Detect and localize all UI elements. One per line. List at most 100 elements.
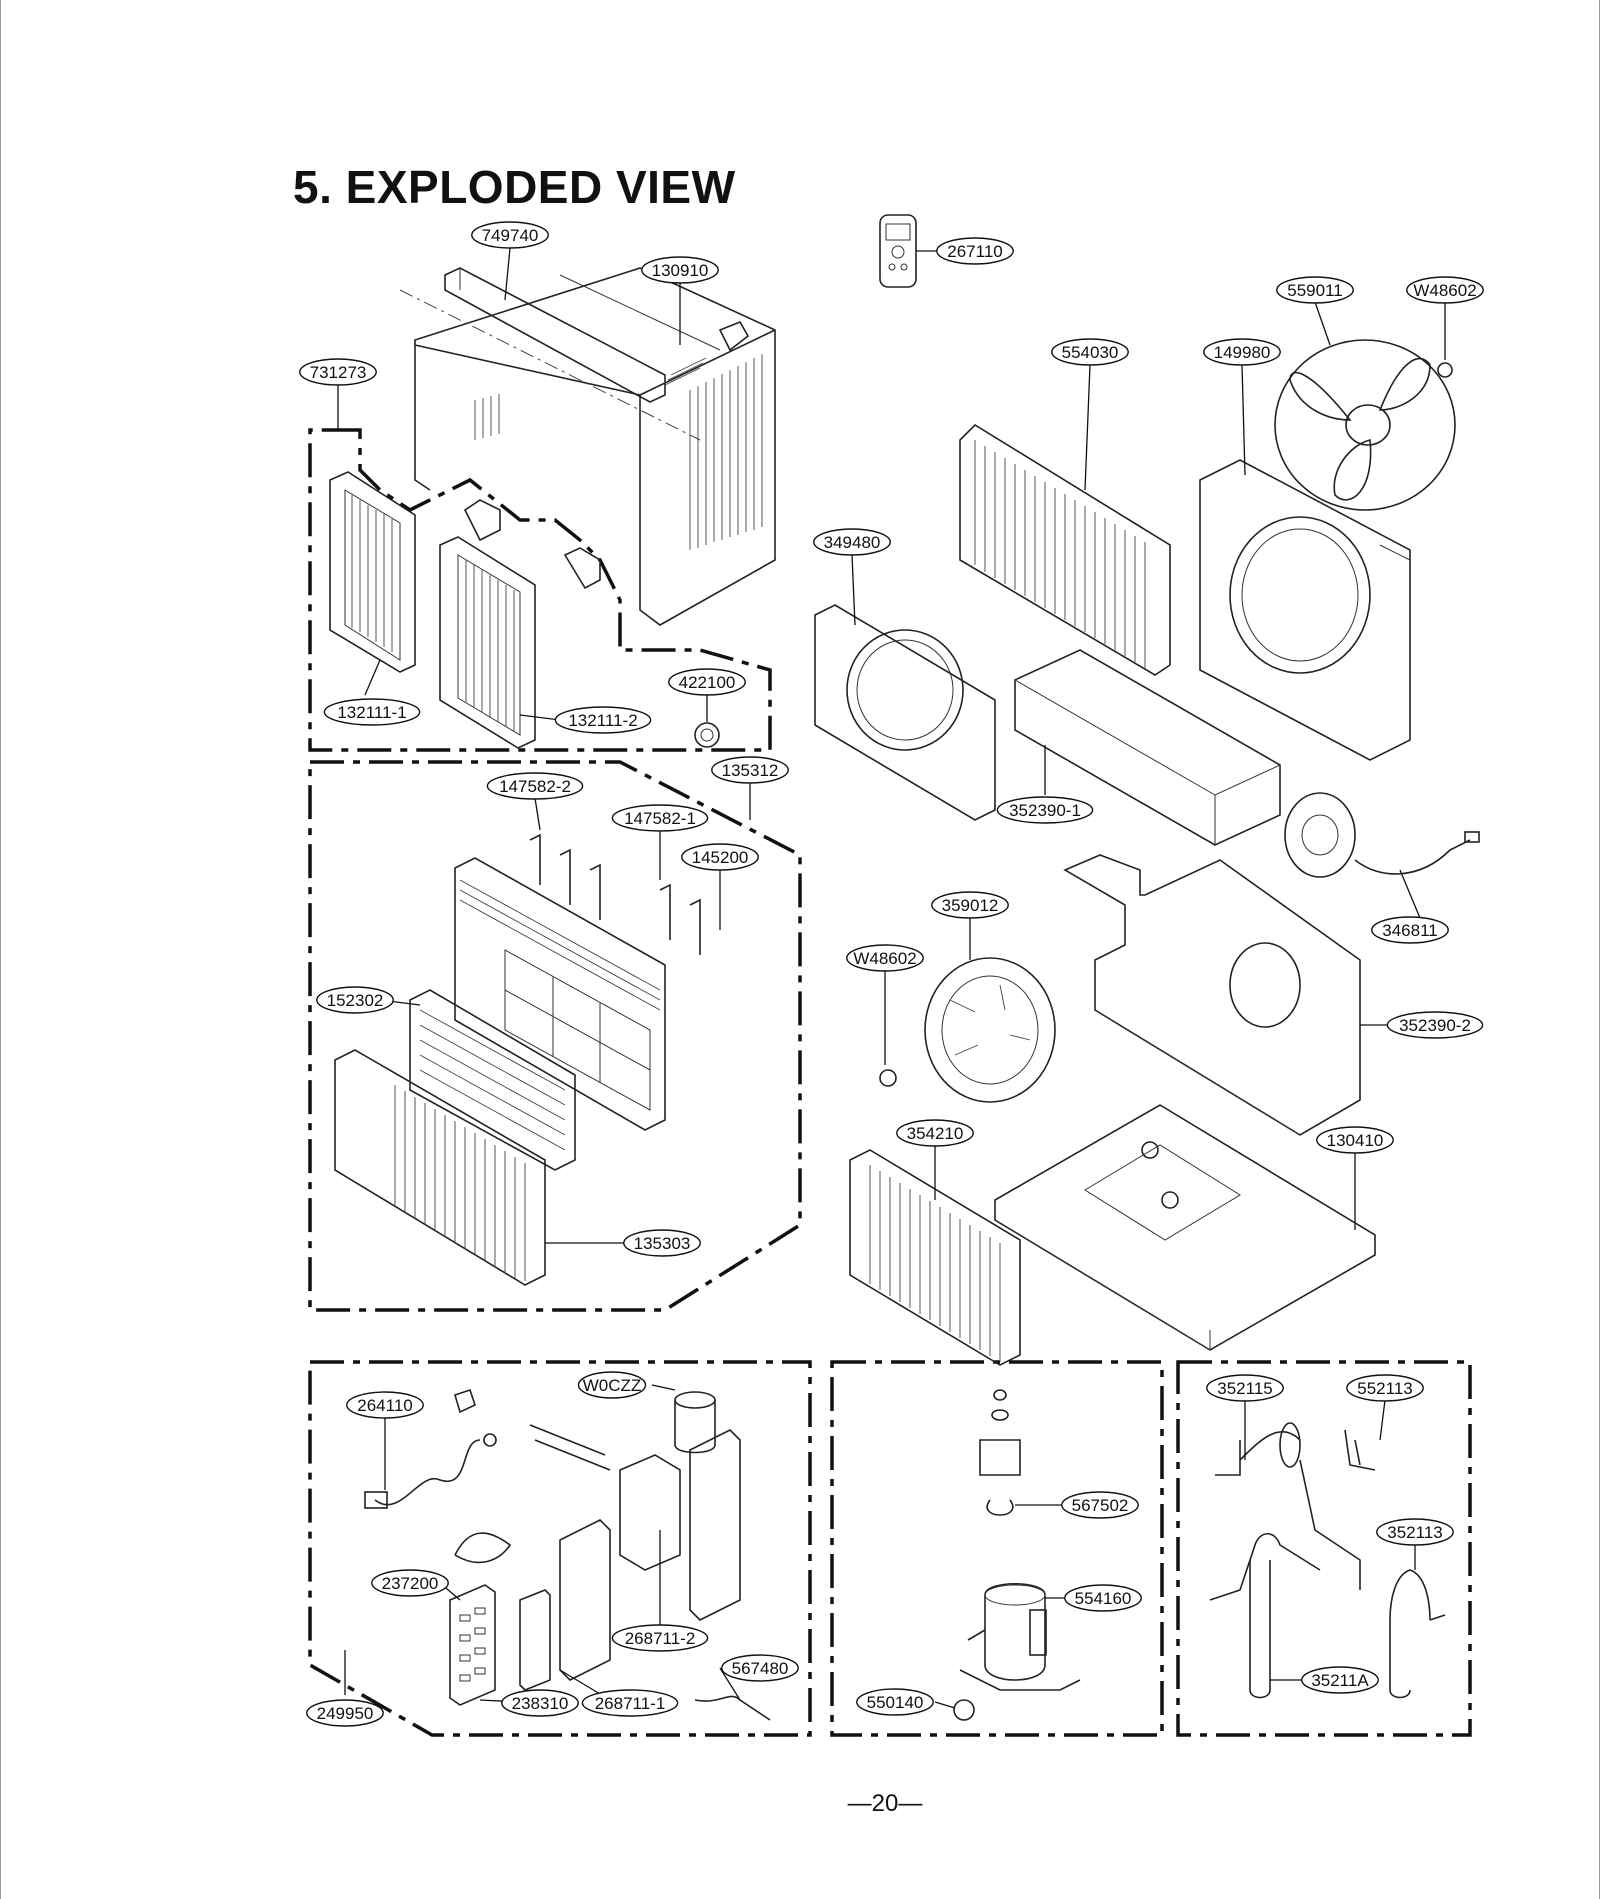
part-number-text: 35211A: [1311, 1671, 1369, 1690]
group-outline-front-panel: [308, 760, 802, 1312]
part-label-352113: 352113: [1376, 1518, 1454, 1546]
part-label-oval: [1406, 276, 1484, 304]
part-label-oval: [611, 1624, 709, 1652]
part-number-text: 267110: [947, 242, 1002, 261]
condenser-coil-drawing: [959, 423, 1171, 676]
part-number-text: 130410: [1327, 1131, 1384, 1150]
part-number-text: 145200: [692, 848, 749, 867]
part-label-749740: 749740: [471, 221, 549, 249]
part-label-oval: [1346, 1374, 1424, 1402]
part-label-oval: [1301, 1666, 1379, 1694]
part-label-oval: [316, 986, 394, 1014]
part-number-text: 749740: [482, 226, 539, 245]
part-label-147582-1: 147582-1: [611, 804, 709, 832]
part-label-oval: [623, 1229, 701, 1257]
part-number-text: 237200: [382, 1574, 439, 1593]
part-label-oval: [1064, 1584, 1142, 1612]
page-number: —20—: [847, 1790, 923, 1817]
part-number-text: 147582-1: [624, 809, 696, 828]
part-label-oval: [501, 1689, 579, 1717]
part-label-oval: [1276, 276, 1354, 304]
part-label-237200: 237200: [371, 1569, 449, 1597]
part-label-oval: [1386, 1011, 1484, 1039]
part-label-oval: [996, 796, 1094, 824]
part-label-oval: [346, 1391, 424, 1419]
part-number-text: 249950: [317, 1704, 374, 1723]
part-label-oval: [1061, 1491, 1139, 1519]
part-number-text: 554160: [1075, 1589, 1132, 1608]
orifice-panel-drawing: [814, 604, 996, 821]
part-label-oval: [306, 1699, 384, 1727]
cabinet-louvers: [474, 354, 763, 550]
part-number-text: 352390-2: [1399, 1016, 1471, 1035]
part-number-text: 731273: [310, 363, 367, 382]
part-label-oval: [1203, 338, 1281, 366]
group-outline-side-panels: [308, 428, 772, 752]
part-label-oval: [299, 358, 377, 386]
part-label-267110: 267110: [936, 237, 1014, 265]
part-label-249950: 249950: [306, 1699, 384, 1727]
part-number-text: 135303: [634, 1234, 691, 1253]
part-number-text: 359012: [942, 896, 999, 915]
part-label-731273: 731273: [299, 358, 377, 386]
part-label-132111-1: 132111-1: [323, 698, 421, 726]
part-label-oval: [581, 1689, 679, 1717]
group-outline-piping: [1176, 1360, 1472, 1737]
part-number-text: 354210: [907, 1124, 964, 1143]
scroll-housing-drawing: [1063, 854, 1361, 1136]
part-number-text: 567480: [732, 1659, 789, 1678]
part-label-oval: [323, 698, 421, 726]
part-number-text: 352113: [1387, 1523, 1442, 1542]
part-label-145200: 145200: [681, 843, 759, 871]
part-label-oval: [896, 1119, 974, 1147]
part-label-oval: [641, 256, 719, 284]
part-label-oval: [1206, 1374, 1284, 1402]
remote-control-drawing: [879, 214, 917, 288]
part-label-346811: 346811: [1371, 916, 1449, 944]
part-label-554030: 554030: [1051, 338, 1129, 366]
part-label-554160: 554160: [1064, 1584, 1142, 1612]
part-label-130410: 130410: [1316, 1126, 1394, 1154]
part-number-text: 346811: [1382, 921, 1437, 940]
part-label-oval: [554, 706, 652, 734]
part-label-352115: 352115: [1206, 1374, 1284, 1402]
part-label-422100: 422100: [668, 668, 746, 696]
part-label-oval: [681, 843, 759, 871]
part-number-text: 132111-2: [568, 711, 637, 730]
part-label-135312: 135312: [711, 756, 789, 784]
part-label-oval: [711, 756, 789, 784]
part-label-567502: 567502: [1061, 1491, 1139, 1519]
part-label-354210: 354210: [896, 1119, 974, 1147]
page-border-left: [0, 0, 1, 1899]
part-label-oval: [577, 1371, 647, 1399]
side-panel-drawings: [329, 471, 720, 749]
fan-motor-drawing: [1284, 792, 1480, 878]
part-label-550140: 550140: [856, 1688, 934, 1716]
part-label-238310: 238310: [501, 1689, 579, 1717]
part-number-text: 559011: [1287, 281, 1342, 300]
fan-shroud-drawing: [1199, 459, 1411, 761]
compressor-drawings: [953, 1389, 1081, 1721]
drain-pan-drawing: [1014, 649, 1281, 846]
part-number-text: 147582-2: [499, 777, 571, 796]
part-label-oval: [1316, 1126, 1394, 1154]
part-label-w0czz: W0CZZ: [577, 1371, 647, 1399]
leader-lines: [337, 247, 1446, 1709]
part-label-349480: 349480: [813, 528, 891, 556]
part-number-text: 352390-1: [1009, 801, 1081, 820]
part-label-oval: [931, 891, 1009, 919]
part-number-text: W48602: [1413, 281, 1476, 300]
part-label-268711-1: 268711-1: [581, 1689, 679, 1717]
part-number-text: 130910: [652, 261, 709, 280]
part-label-oval: [668, 668, 746, 696]
part-number-text: 268711-2: [625, 1629, 696, 1648]
part-number-text: 349480: [824, 533, 881, 552]
group-outline-electrical: [308, 1360, 812, 1737]
part-number-text: 135312: [722, 761, 779, 780]
part-number-text: W0CZZ: [583, 1376, 642, 1395]
part-label-352390-1: 352390-1: [996, 796, 1094, 824]
part-label-oval: [856, 1688, 934, 1716]
part-number-text: 550140: [867, 1693, 924, 1712]
part-label-oval: [846, 944, 924, 972]
part-label-135303: 135303: [623, 1229, 701, 1257]
